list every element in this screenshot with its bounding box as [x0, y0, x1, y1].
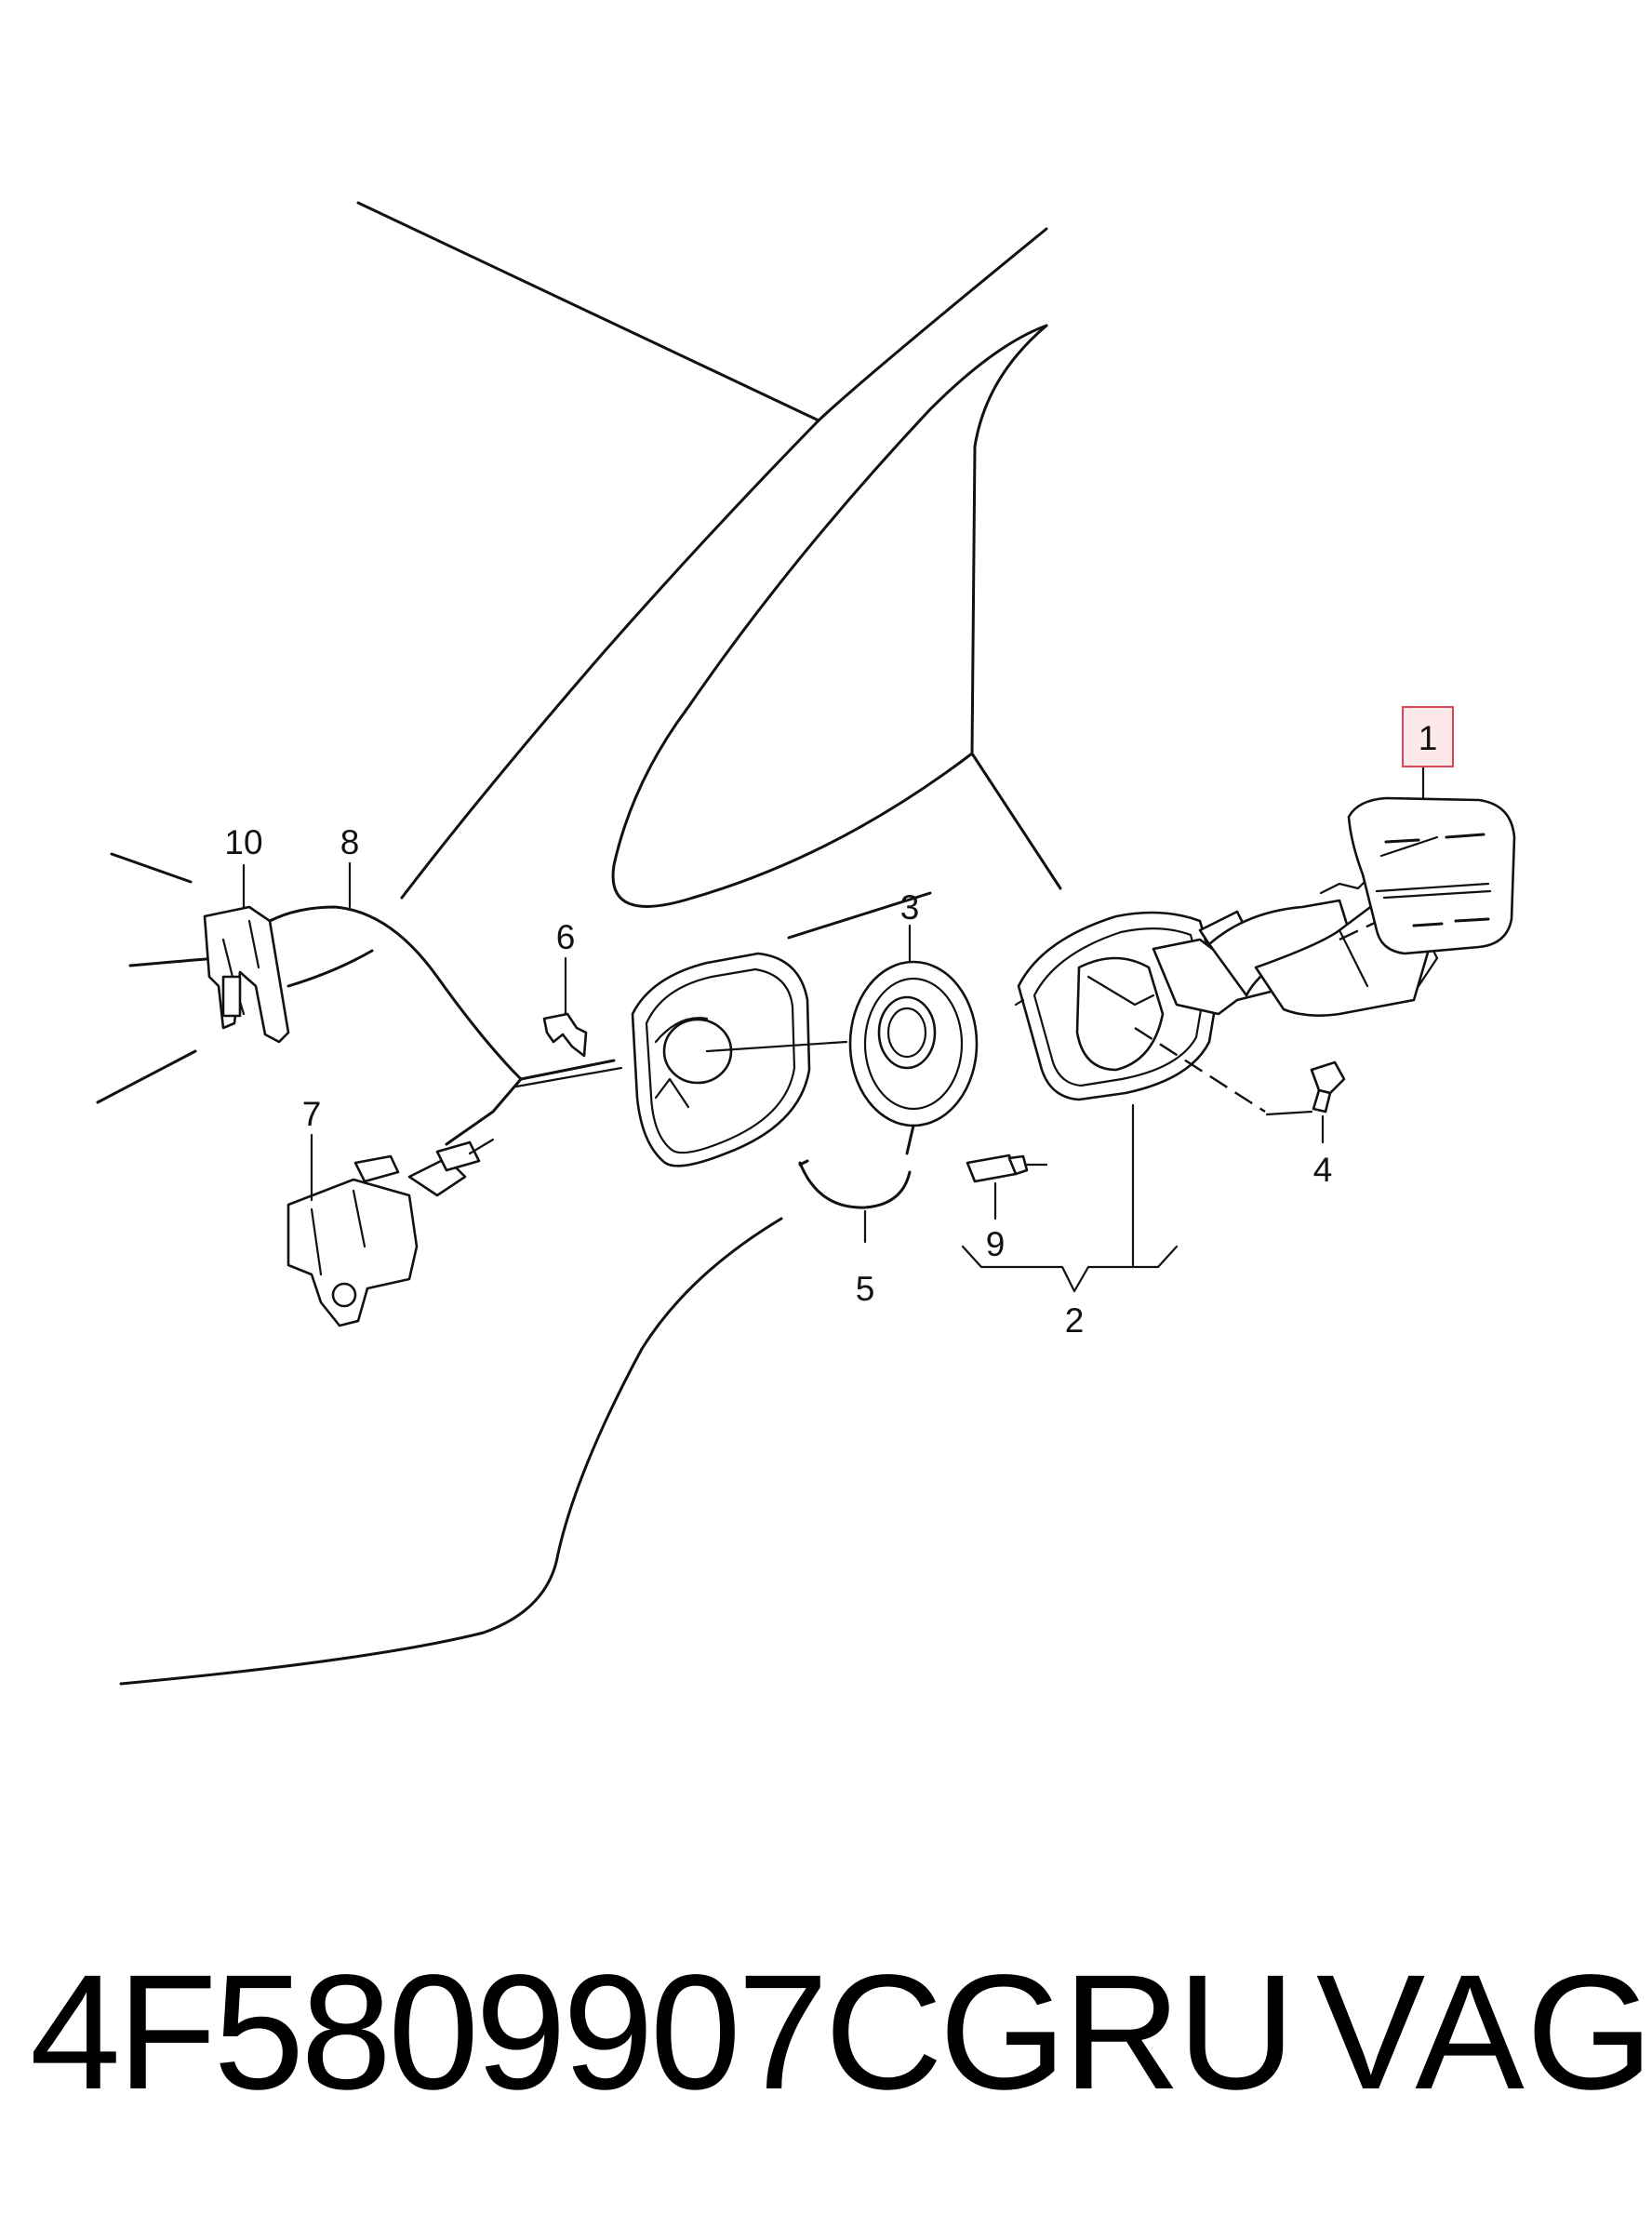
callout-8[interactable]: 8 — [340, 823, 360, 861]
fuel-filler-housing — [631, 952, 811, 1167]
part-4-pin — [1265, 1060, 1346, 1116]
leader-housing-3 — [705, 1040, 848, 1053]
brand-name: VAG — [1316, 1941, 1652, 2124]
callout-1-highlight — [1402, 706, 1454, 767]
part-3-seal-ring — [848, 960, 979, 1127]
part-1-fuel-flap — [1347, 796, 1516, 955]
callout-leaders — [242, 761, 1425, 1293]
part-10-clip — [203, 905, 290, 1044]
callout-9[interactable]: 9 — [986, 1225, 1006, 1263]
callout-10[interactable]: 10 — [224, 823, 262, 861]
part-8-cable — [268, 905, 623, 1146]
callout-7[interactable]: 7 — [302, 1095, 322, 1133]
car-body-outline — [96, 201, 1062, 1686]
callout-6[interactable]: 6 — [556, 918, 576, 956]
part-number: 4F5809907CGRU — [30, 1941, 1296, 2124]
callout-3[interactable]: 3 — [900, 888, 920, 927]
callout-1[interactable]: 1 — [1419, 719, 1438, 757]
callout-2[interactable]: 2 — [1065, 1301, 1085, 1340]
part-number-footer: 4F5809907CGRU VAG — [0, 1930, 1652, 2135]
part-6-clip — [542, 1012, 588, 1058]
callout-labels: 1 2 3 4 5 6 7 8 9 10 — [224, 706, 1454, 1340]
callout-4[interactable]: 4 — [1313, 1151, 1333, 1189]
callout-5[interactable]: 5 — [856, 1270, 875, 1308]
part-9-connector — [966, 1154, 1048, 1183]
leader-housing-4 — [1134, 1026, 1266, 1114]
part-7-actuator — [286, 1138, 495, 1327]
part-5-drain-hose — [798, 1124, 915, 1209]
